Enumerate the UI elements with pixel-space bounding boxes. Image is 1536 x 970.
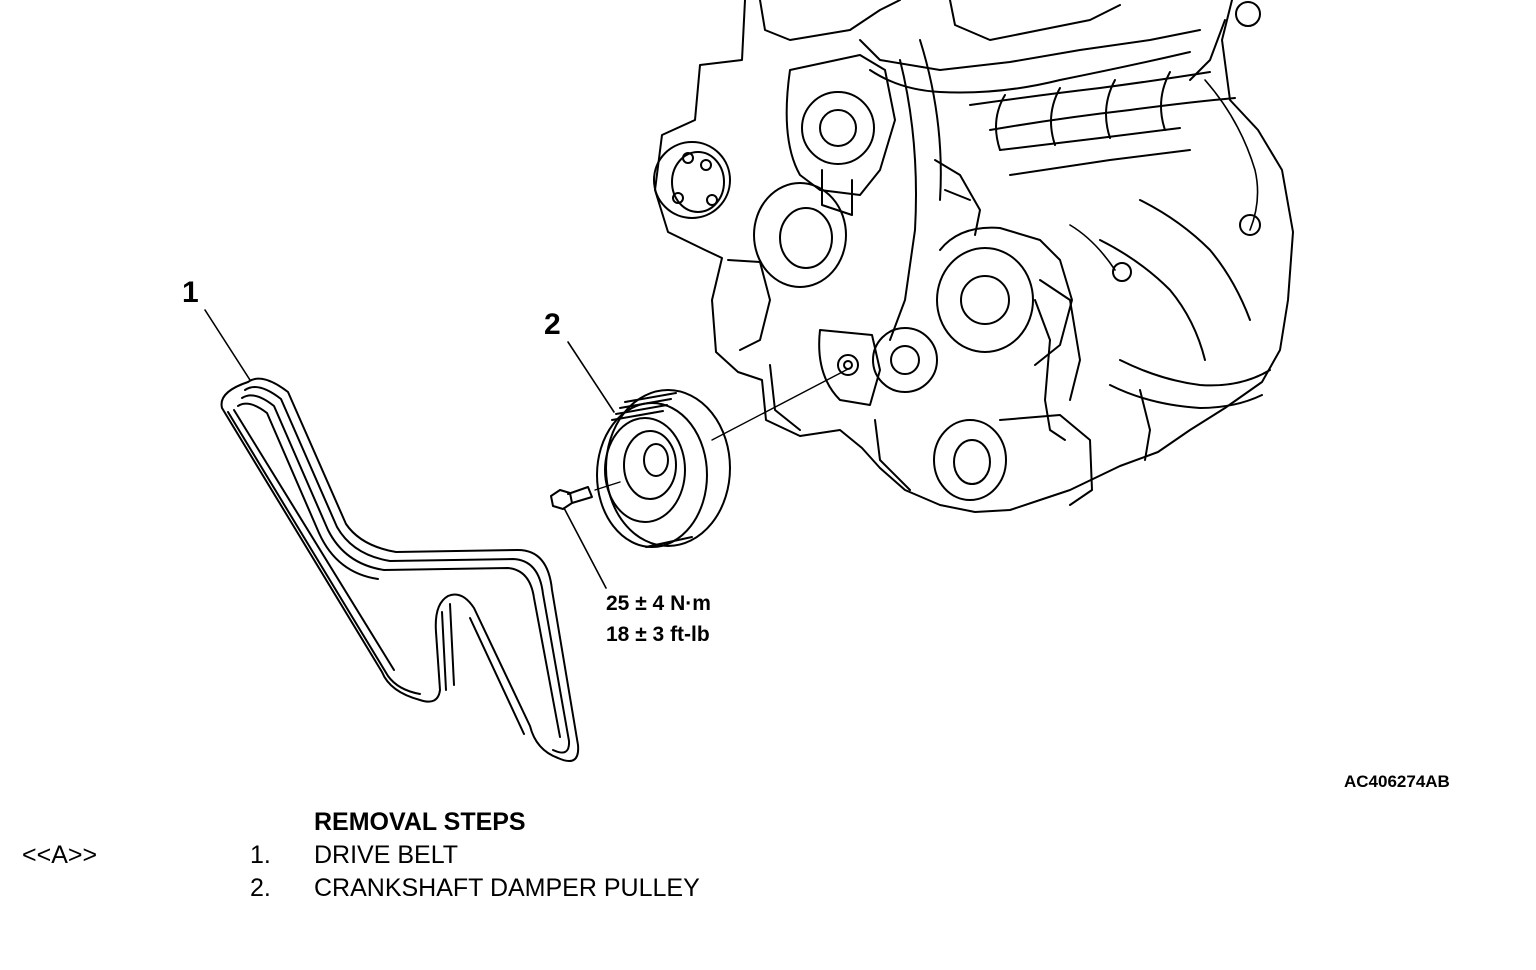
removal-step-1-label: DRIVE BELT <box>314 841 459 869</box>
removal-step-2-number: 2. <box>250 874 271 902</box>
callout-2: 2 <box>544 308 561 341</box>
removal-steps-heading: REMOVAL STEPS <box>314 808 526 836</box>
figure-id: AC406274AB <box>1344 772 1450 791</box>
removal-step-2-label: CRANKSHAFT DAMPER PULLEY <box>314 874 700 902</box>
pulley-bolt <box>550 486 593 510</box>
removal-step-1-number: 1. <box>250 841 271 869</box>
crankshaft-damper-pulley <box>596 389 731 548</box>
exploded-view-illustration <box>204 0 1294 762</box>
torque-leader <box>563 507 607 589</box>
pulley-axis-line-2 <box>711 367 851 441</box>
torque-metric: 25 ± 4 N·m <box>606 592 711 615</box>
callout-2-leader <box>567 341 615 413</box>
torque-imperial: 18 ± 3 ft-lb <box>606 623 710 646</box>
service-note-ref: <<A>> <box>22 841 98 869</box>
callout-1: 1 <box>182 276 199 309</box>
callout-1-leader <box>204 309 251 381</box>
engine-assembly <box>653 0 1294 513</box>
drive-belt <box>220 377 580 762</box>
pulley-axis-line <box>594 481 621 491</box>
